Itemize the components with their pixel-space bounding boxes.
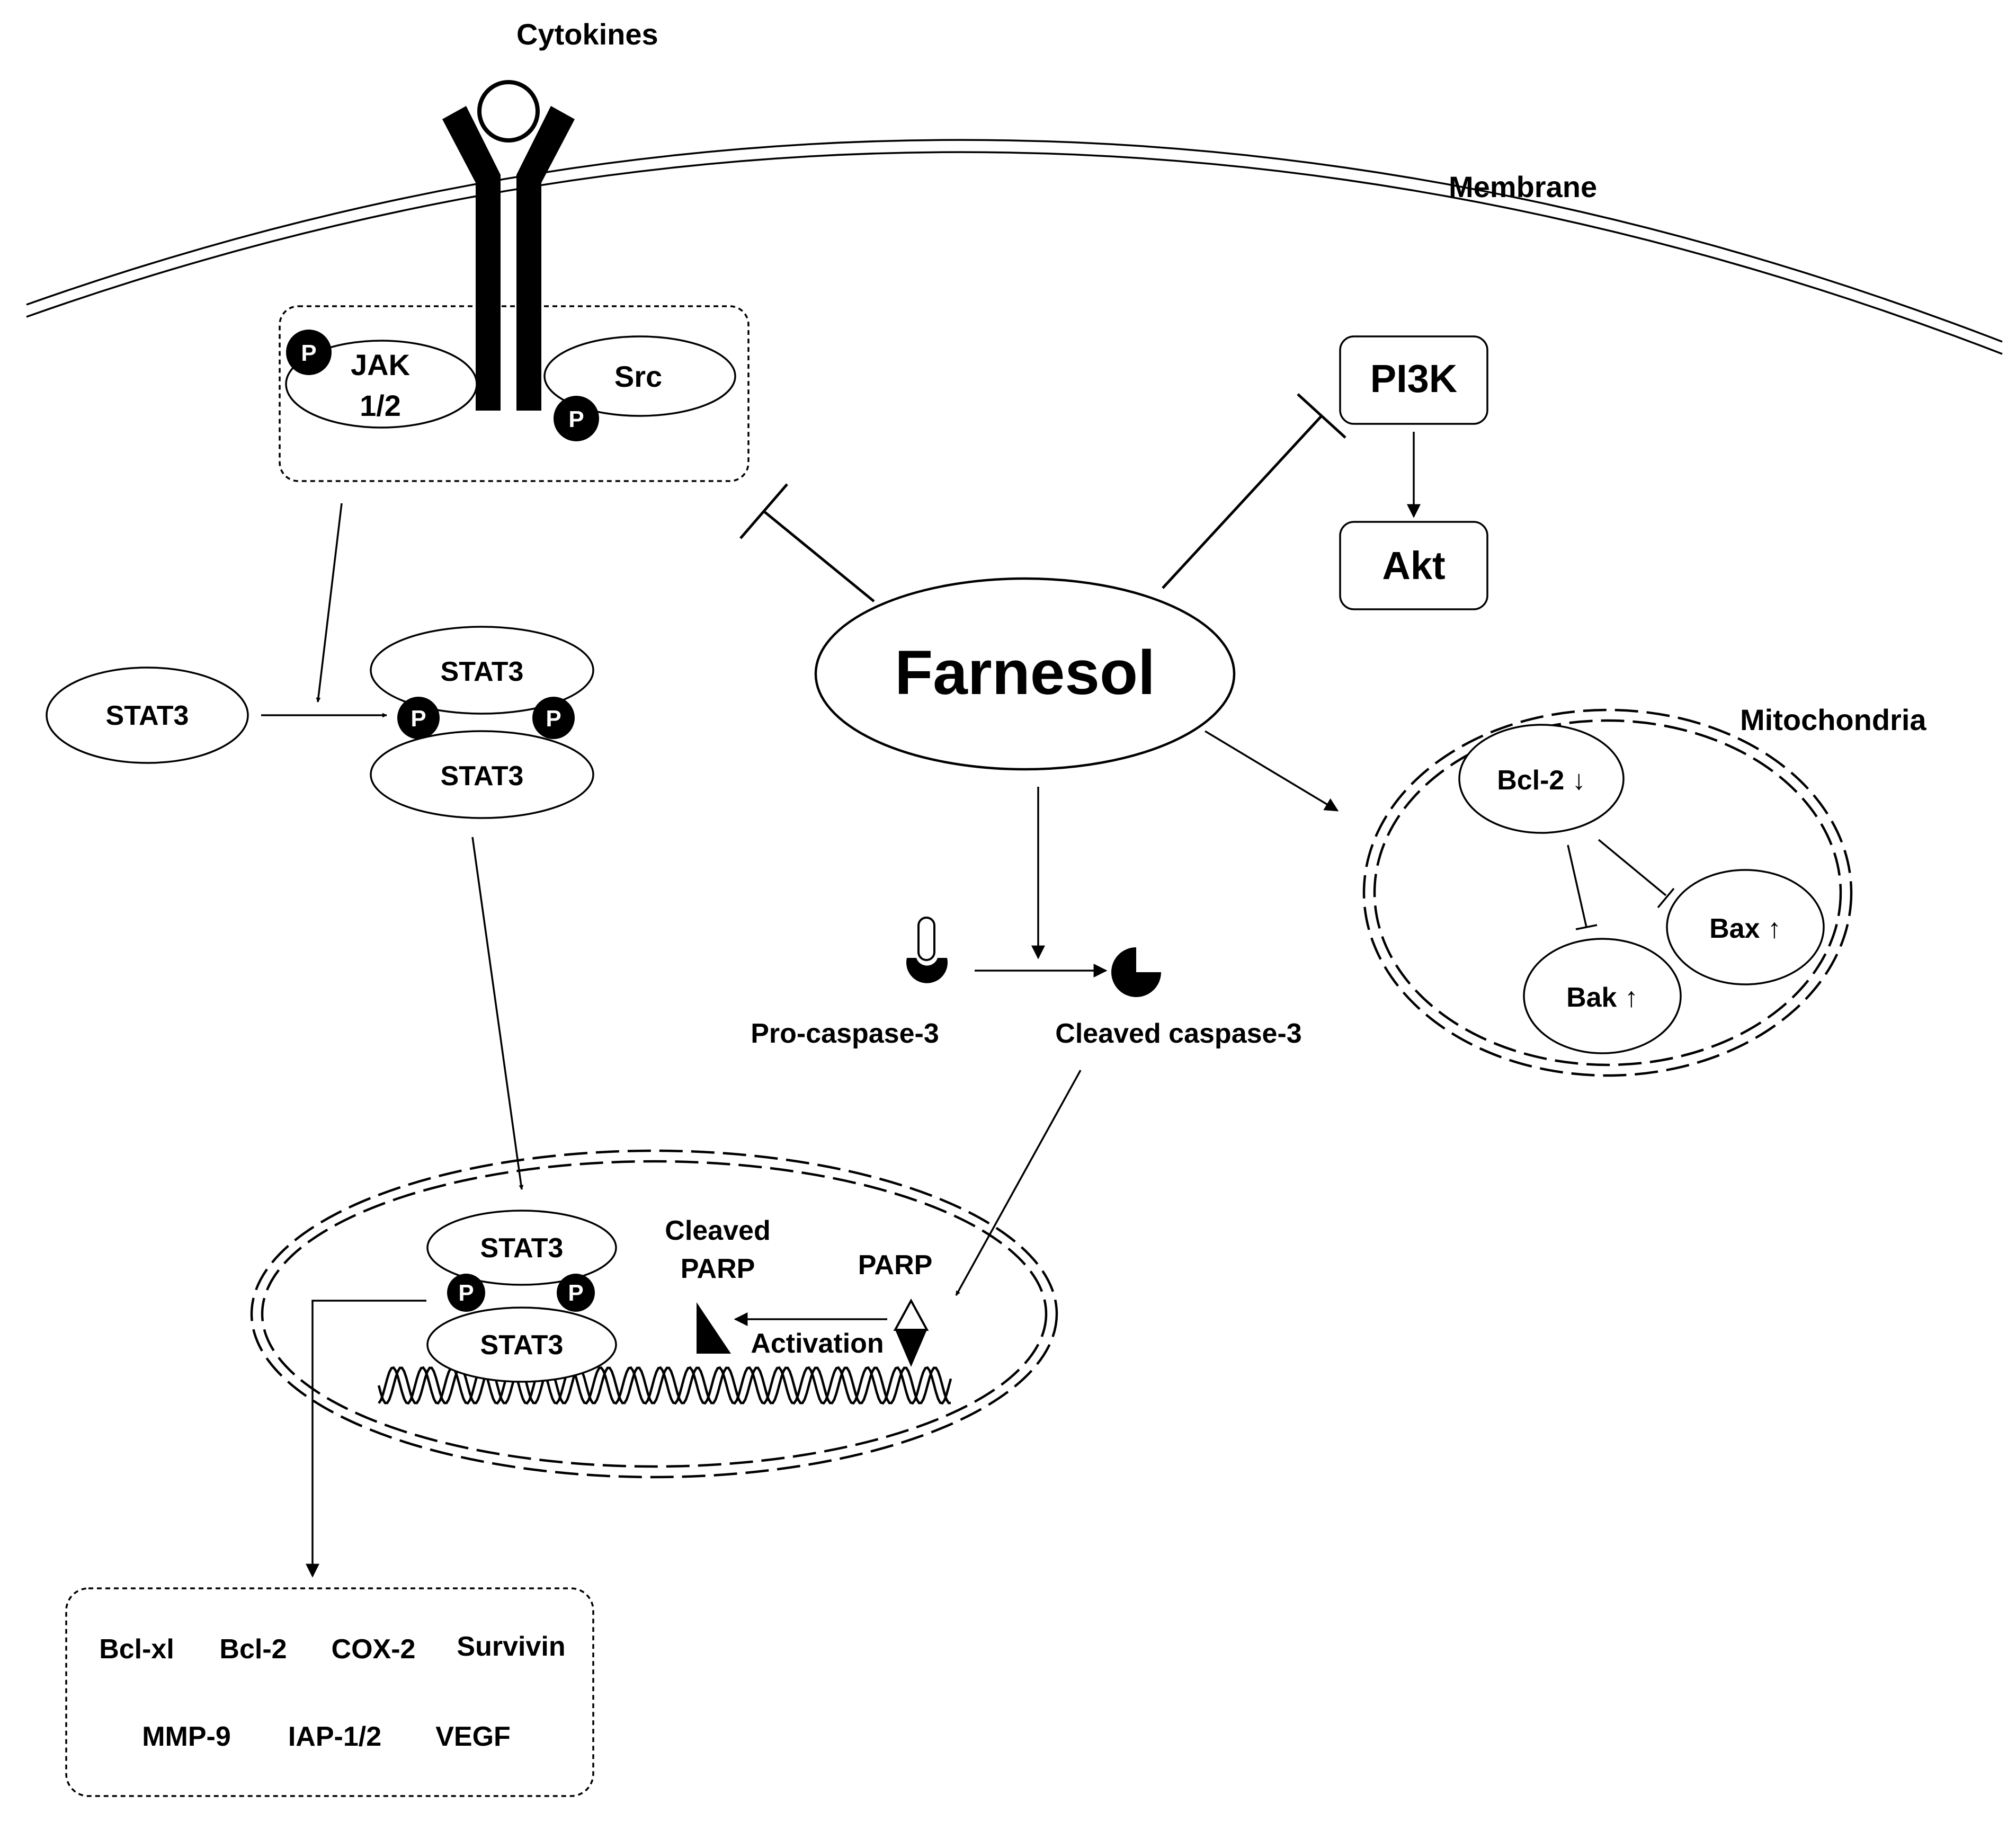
stat3-nuclear-top-label: STAT3: [480, 1233, 564, 1264]
stat3-dimer-phospho-left: P: [411, 706, 426, 732]
bax-up-label: Bax ↑: [1709, 913, 1781, 944]
bcl2-inhibits-bax: [1598, 839, 1675, 909]
bcl2-node: [1458, 724, 1625, 834]
jak-to-stat3-arrow: [316, 503, 343, 703]
gene-vegf: VEGF: [435, 1721, 511, 1752]
dna-helix: [377, 1366, 952, 1405]
cytokines-label: Cytokines: [516, 17, 658, 51]
activation-label: Activation: [751, 1328, 884, 1359]
farnesol-inhibits-pi3k: [1162, 393, 1346, 589]
cleaved-parp-label-line2: PARP: [681, 1254, 755, 1284]
nucleus-membrane: [250, 1149, 1058, 1479]
bcl2-down-label: Bcl-2 ↓: [1497, 765, 1586, 796]
pi3k-label: PI3K: [1370, 357, 1458, 401]
gene-bcl-xl: Bcl-xl: [99, 1634, 174, 1665]
stat3-monomer-label: STAT3: [106, 700, 189, 731]
jak-sub-label: 1/2: [360, 389, 401, 422]
mitochondria-label: Mitochondria: [1740, 703, 1926, 736]
gene-bcl-2: Bcl-2: [219, 1634, 287, 1665]
stat3-dimer-top-label: STAT3: [441, 656, 524, 687]
bax-node: [1666, 869, 1825, 985]
mitochondria-membrane: [1362, 708, 1853, 1077]
jak-node: [285, 340, 478, 429]
parp-label: PARP: [858, 1250, 933, 1281]
parp-icon: [893, 1298, 929, 1367]
pro-caspase-label: Pro-caspase-3: [751, 1018, 939, 1049]
gene-survivin: Survivin: [457, 1631, 565, 1662]
jak-phospho-label: P: [301, 340, 316, 366]
stat3-dimer-cytoplasm: [370, 626, 594, 819]
src-node: [543, 335, 736, 417]
cleaved-parp-icon: [697, 1302, 731, 1354]
stat3-dimer-bottom-label: STAT3: [441, 761, 524, 792]
bak-up-label: Bak ↑: [1566, 982, 1638, 1013]
farnesol-node: [814, 577, 1236, 771]
jak-src-complex: [279, 305, 750, 482]
stat3-nuclear-translocation-arrow: [471, 837, 524, 1190]
cytokine-ligand: [477, 80, 540, 143]
stat3-nuclear-bottom-label: STAT3: [480, 1330, 564, 1361]
pi3k-node: [1339, 335, 1488, 425]
cleaved-parp-label-line1: Cleaved: [665, 1215, 770, 1246]
farnesol-inhibits-jak-src: [739, 483, 875, 602]
akt-node: [1339, 521, 1488, 610]
stat3-nuclear-phospho-right: P: [568, 1280, 583, 1306]
bcl2-inhibits-bak: [1567, 845, 1598, 930]
caspase-to-parp-arrow: [955, 1070, 1082, 1296]
stat3-nuclear-phospho-left: P: [458, 1280, 474, 1306]
stat3-transcription-arrow: [306, 1300, 426, 1578]
jak-phospho: [286, 330, 332, 375]
cell-membrane: [26, 139, 2003, 355]
gene-iap-1-2: IAP-1/2: [288, 1721, 381, 1752]
membrane-label: Membrane: [1449, 170, 1597, 203]
stat3-dimer-phospho-right: P: [546, 706, 561, 732]
farnesol-to-mitochondria-arrow: [1205, 730, 1339, 812]
src-phospho: [554, 396, 599, 441]
farnesol-label: Farnesol: [895, 638, 1155, 708]
gene-cox-2: COX-2: [332, 1634, 416, 1665]
gene-mmp-9: MMP-9: [142, 1721, 231, 1752]
cytokine-receptor: [442, 106, 575, 411]
stat3-monomer: [46, 666, 249, 764]
src-label: Src: [614, 360, 662, 393]
target-genes-box: [65, 1587, 594, 1797]
jak-label: JAK: [351, 348, 410, 381]
stat3-dimer-nucleus: [426, 1210, 617, 1383]
bak-node: [1523, 938, 1682, 1054]
cleaved-caspase-label: Cleaved caspase-3: [1055, 1018, 1301, 1049]
akt-label: Akt: [1382, 544, 1445, 588]
pro-caspase-icon: [906, 917, 948, 983]
src-phospho-label: P: [568, 406, 584, 432]
cleaved-caspase-icon: [1111, 947, 1161, 997]
